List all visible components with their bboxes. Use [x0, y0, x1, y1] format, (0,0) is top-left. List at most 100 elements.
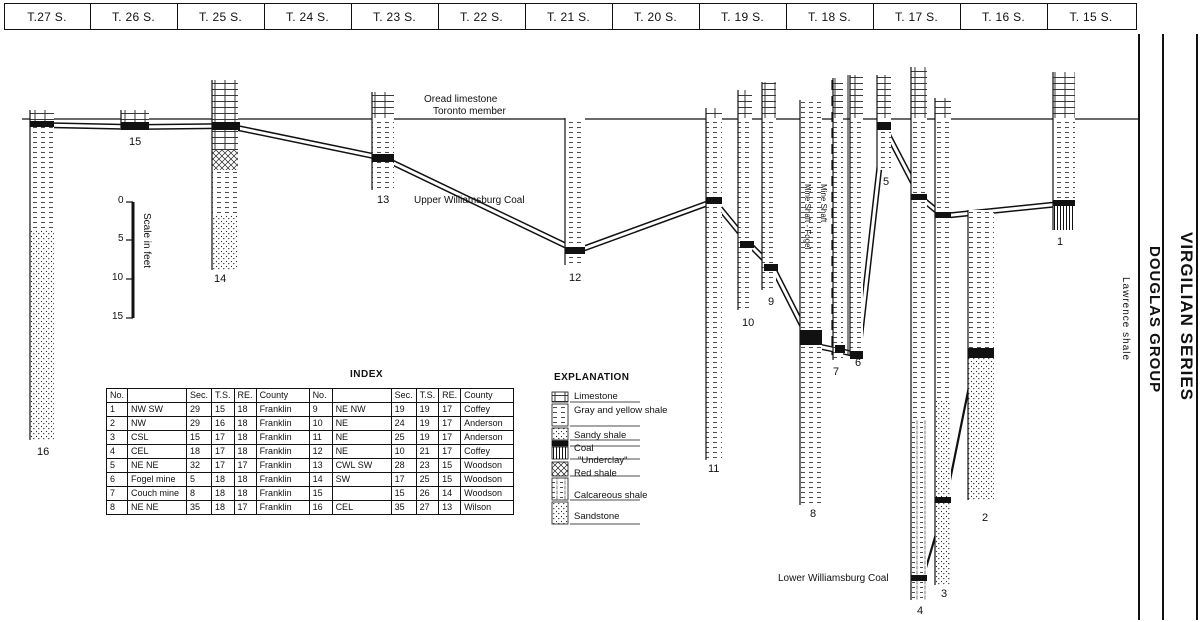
coal-bed — [565, 247, 585, 254]
township-cell: T.27 S. — [4, 3, 91, 30]
index-cell: 29 — [186, 416, 213, 431]
index-cell: NE NW — [331, 402, 392, 417]
oread-label: Oread limestone — [424, 94, 498, 105]
index-cell: 12 — [308, 444, 333, 459]
scale-tick: 0 — [118, 195, 124, 206]
index-cell: Wilson — [460, 500, 515, 515]
index-cell: Woodson — [460, 458, 515, 473]
township-cell: T. 19 S. — [699, 3, 787, 30]
side-divider — [1196, 34, 1198, 620]
well-layer — [833, 118, 843, 360]
township-cell: T. 16 S. — [960, 3, 1048, 30]
well-layer — [911, 67, 927, 118]
index-cell: 1 — [105, 402, 129, 417]
index-cell: Franklin — [255, 430, 310, 445]
index-cell: Woodson — [460, 472, 515, 487]
mine-shaft-label: Mine Shaft — [819, 184, 828, 223]
index-cell: Franklin — [255, 472, 310, 487]
index-cell: 18 — [233, 472, 257, 487]
index-cell: 8 — [105, 500, 129, 515]
legend-item-sandstone: Sandstone — [574, 511, 620, 522]
coal-bed — [968, 348, 994, 358]
scale-tick: 15 — [112, 311, 124, 322]
index-cell: 16 — [308, 500, 333, 515]
index-cell: CEL — [127, 444, 188, 459]
legend-swatch — [551, 440, 569, 447]
index-cell: 8 — [186, 486, 213, 501]
well-column-8 — [799, 100, 822, 505]
index-cell: 26 — [415, 486, 440, 501]
well-number: 6 — [855, 357, 862, 369]
coal-bed — [911, 194, 927, 200]
well-layer — [738, 118, 752, 310]
index-cell: NE — [331, 444, 392, 459]
index-cell: 17 — [211, 458, 235, 473]
index-cell: 13 — [438, 500, 462, 515]
well-layer — [762, 82, 776, 118]
well-column-5 — [876, 75, 891, 170]
index-cell: 11 — [308, 430, 333, 445]
well-layer — [800, 100, 822, 340]
well-layer — [706, 118, 722, 460]
township-header — [4, 3, 1137, 30]
coal-bed — [30, 121, 54, 127]
well-layer — [935, 118, 951, 400]
legend-swatch — [551, 403, 569, 427]
legend-item-underclay: "Underclay" — [578, 455, 628, 466]
coal-bed — [372, 154, 394, 162]
legend-item-gray-shale: Gray and yellow shale — [574, 405, 668, 416]
township-cell: T. 24 S. — [264, 3, 352, 30]
well-layer — [565, 118, 585, 265]
well-layer — [121, 110, 149, 122]
index-cell: 5 — [105, 458, 129, 473]
township-cell: T. 17 S. — [873, 3, 961, 30]
well-number: 10 — [742, 317, 755, 329]
well-layer — [850, 118, 863, 355]
index-cell: 17 — [438, 402, 462, 417]
index-cell: 7 — [105, 486, 129, 501]
index-header-cell: No. — [105, 388, 129, 403]
well-layer — [877, 118, 891, 170]
index-cell: 14 — [438, 486, 462, 501]
index-cell: 35 — [186, 500, 213, 515]
township-cell: T. 15 S. — [1069, 9, 1113, 24]
coal-bed — [121, 122, 149, 130]
index-cell: 19 — [415, 416, 440, 431]
index-cell: 18 — [211, 500, 235, 515]
index-cell: NE — [331, 416, 392, 431]
well-layer — [30, 125, 54, 230]
township-cell: T. 25 S. — [177, 3, 265, 30]
index-cell: 15 — [211, 402, 235, 417]
index-cell: Franklin — [255, 402, 310, 417]
index-cell: 21 — [415, 444, 440, 459]
index-cell: 17 — [390, 472, 417, 487]
index-header-cell: RE. — [233, 388, 257, 403]
scale-tick: 10 — [112, 272, 124, 283]
index-cell: 15 — [390, 486, 417, 501]
index-cell: 15 — [186, 430, 213, 445]
well-layer — [968, 350, 994, 500]
index-cell: 9 — [308, 402, 333, 417]
toronto-label: Toronto member — [433, 106, 506, 117]
well-layer — [1053, 118, 1075, 200]
series-label: VIRGILIAN SERIES — [1177, 232, 1196, 402]
scale-tick: 5 — [118, 233, 124, 244]
well-layer — [706, 108, 722, 118]
index-header-cell: T.S. — [415, 388, 440, 403]
well-column-6 — [849, 75, 863, 355]
well-number: 15 — [129, 136, 142, 148]
coal-bed — [706, 197, 722, 204]
index-cell: Woodson — [460, 486, 515, 501]
index-header-cell: County — [255, 388, 310, 403]
township-cell: T. 21 S. — [525, 3, 613, 30]
index-cell — [331, 486, 392, 501]
index-cell: 19 — [415, 430, 440, 445]
coal-bed — [212, 122, 240, 130]
well-number: 1 — [1057, 236, 1064, 248]
